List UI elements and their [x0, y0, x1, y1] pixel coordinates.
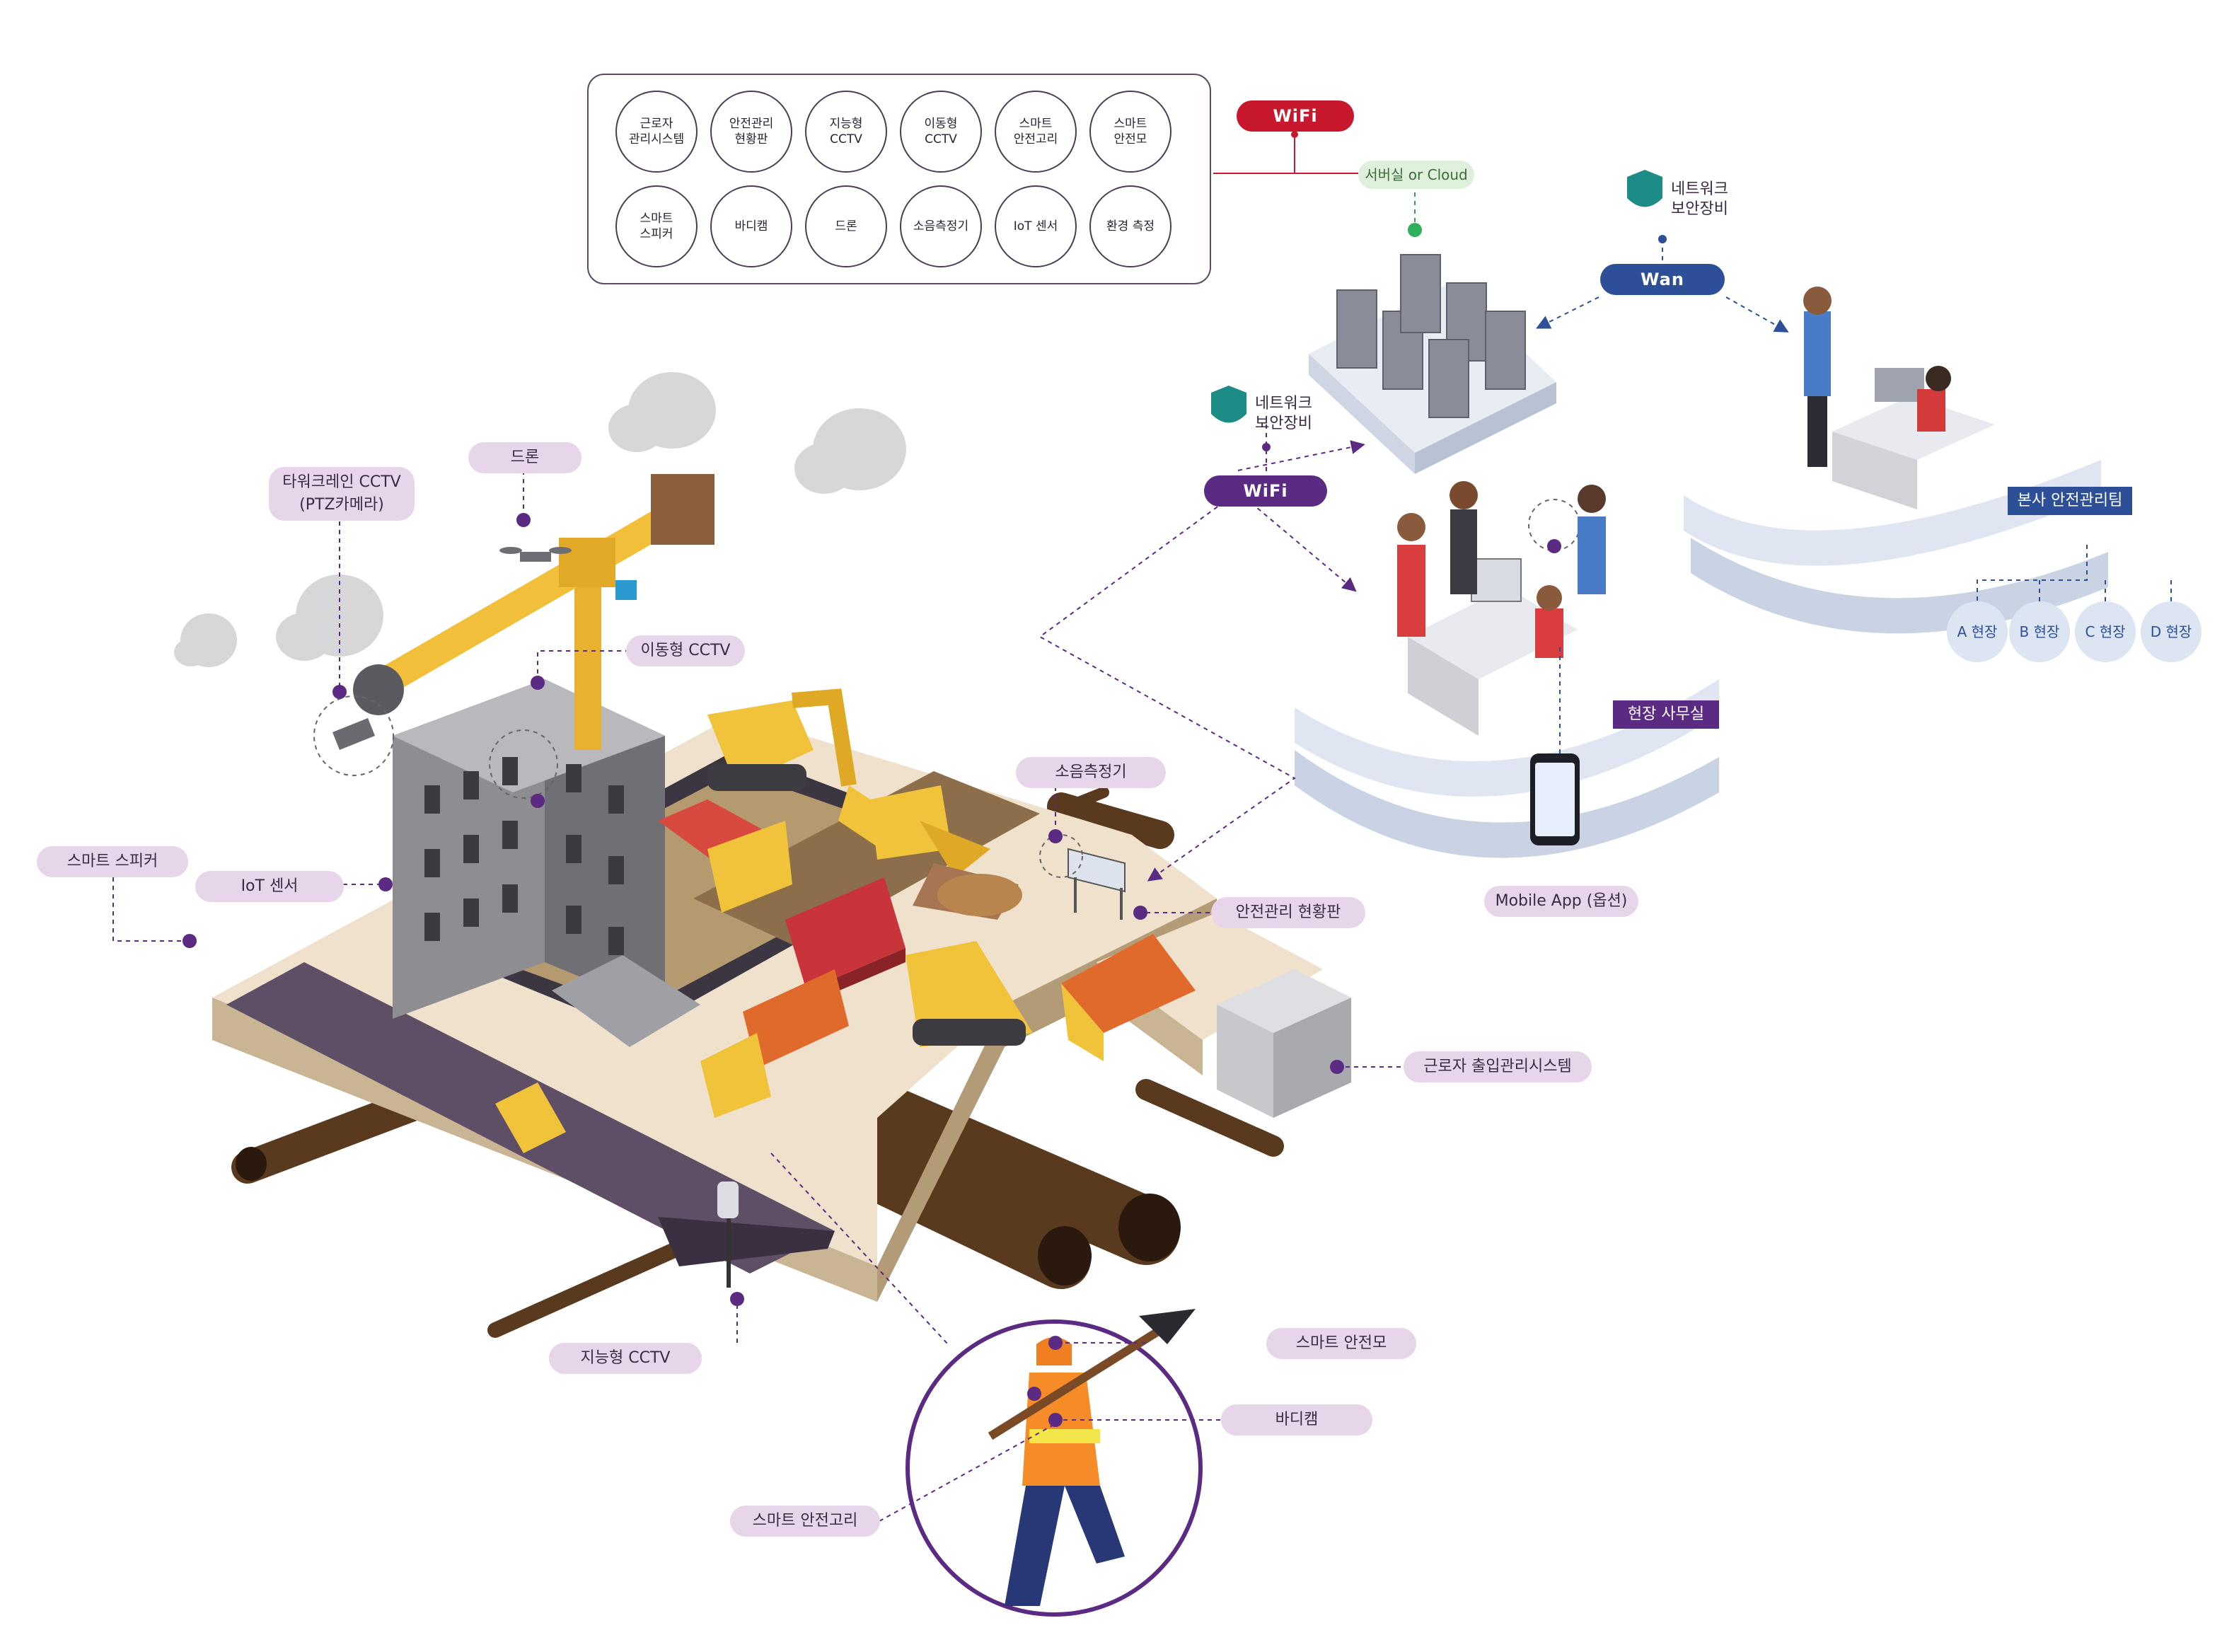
field-office-label: 현장 사무실 — [1613, 700, 1719, 729]
legend-item: 스마트 안전고리 — [995, 91, 1077, 173]
building — [393, 679, 665, 1019]
tower-crane — [353, 474, 714, 750]
legend-item: 스마트 안전모 — [1089, 91, 1171, 173]
legend-item: 소음측정기 — [900, 185, 982, 267]
tower-crane-cctv-label: 타워크레인 CCTV (PTZ카메라) — [269, 467, 415, 521]
site-c: C 현장 — [2075, 601, 2136, 662]
wan-badge: Wan — [1600, 264, 1725, 295]
cloud-icon — [174, 372, 906, 667]
wifi-badge-mid: WiFi — [1204, 475, 1327, 507]
legend-item: 드론 — [805, 185, 887, 267]
callout-dots — [183, 235, 1667, 1427]
smart-speaker-label: 스마트 스피커 — [37, 846, 188, 877]
security-device-label-mid: 네트워크 보안장비 — [1255, 395, 1312, 432]
drone-icon — [499, 547, 572, 562]
site-d: D 현장 — [2141, 601, 2202, 662]
iot-sensor-label: IoT 센서 — [195, 871, 344, 902]
network-links — [1536, 239, 2172, 753]
site-b: B 현장 — [2009, 601, 2070, 662]
hq-office-illustration — [1803, 287, 1995, 509]
hq-safety-team-label: 본사 안전관리팀 — [2008, 487, 2132, 515]
legend-item: 환경 측정 — [1089, 185, 1171, 267]
mobile-cctv-label: 이동형 CCTV — [626, 635, 745, 666]
bodycam-label: 바디캠 — [1221, 1404, 1372, 1436]
legend-item: IoT 센서 — [995, 185, 1077, 267]
office-platforms — [1295, 460, 2108, 858]
drone-label: 드론 — [468, 442, 582, 473]
cctv-pole — [717, 1182, 739, 1288]
smart-helmet-label: 스마트 안전모 — [1266, 1328, 1416, 1359]
server-cloud-tag: 서버실 or Cloud — [1358, 161, 1474, 189]
construction-equipment — [495, 688, 1196, 1153]
legend-item: 안전관리 현황판 — [710, 91, 792, 173]
legend-item: 지능형 CCTV — [805, 91, 887, 173]
field-office-illustration — [1397, 481, 1606, 736]
device-legend: 근로자 관리시스템 안전관리 현황판 지능형 CCTV 이동형 CCTV 스마트… — [587, 74, 1211, 284]
legend-item: 바디캠 — [710, 185, 792, 267]
smartphone-icon — [1530, 753, 1580, 845]
legend-item: 이동형 CCTV — [900, 91, 982, 173]
noise-meter-label: 소음측정기 — [1016, 757, 1166, 788]
security-device-label-top: 네트워크 보안장비 — [1671, 180, 1728, 218]
legend-item: 스마트 스피커 — [615, 185, 698, 267]
legend-item: 근로자 관리시스템 — [615, 91, 698, 173]
shield-lock-icon — [1211, 170, 1662, 423]
ptz-camera-icon — [313, 695, 394, 776]
safety-status-board-label: 안전관리 현황판 — [1211, 897, 1365, 928]
site-a: A 현장 — [1947, 601, 2008, 662]
worker-closeup — [906, 1309, 1203, 1617]
mobile-app-label: Mobile App (옵션) — [1484, 886, 1638, 917]
smart-safety-hook-label: 스마트 안전고리 — [730, 1506, 880, 1537]
access-gate — [1217, 969, 1351, 1118]
wifi-badge-top: WiFi — [1237, 100, 1354, 132]
worker-access-system-label: 근로자 출입관리시스템 — [1404, 1051, 1592, 1082]
pipes — [231, 787, 1284, 1338]
intelligent-cctv-label: 지능형 CCTV — [549, 1343, 702, 1374]
server-room — [1309, 254, 1556, 474]
